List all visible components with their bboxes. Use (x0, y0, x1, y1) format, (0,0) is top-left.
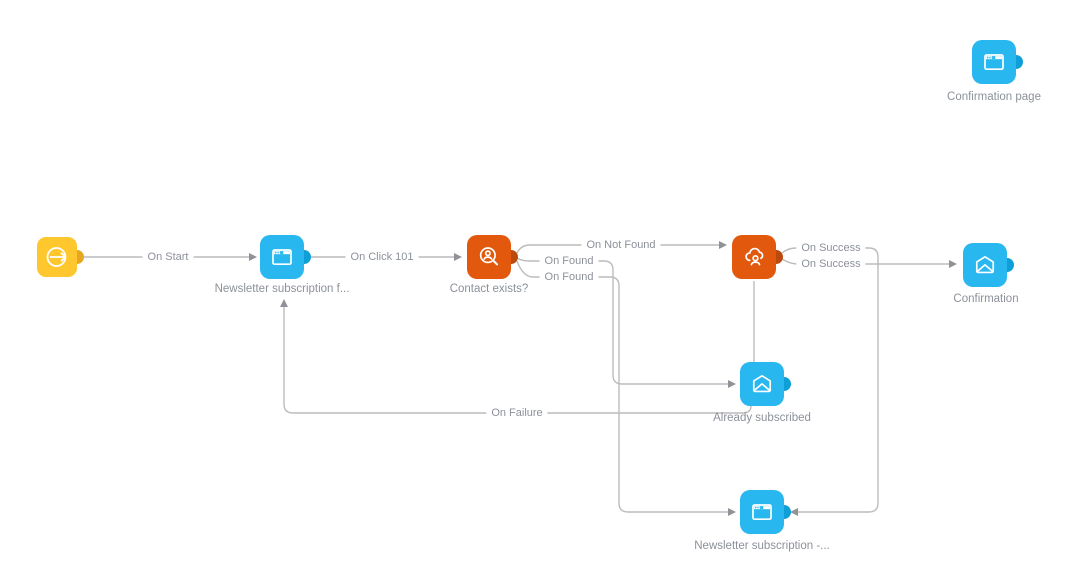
arrowhead (454, 253, 462, 261)
edge-on-success-1[interactable] (781, 247, 879, 513)
node-newsletter-page[interactable] (740, 490, 791, 534)
node-contact-exists[interactable] (467, 235, 518, 279)
output-connector[interactable] (776, 250, 783, 264)
browser-window-icon (272, 249, 292, 266)
edge-on-not-found[interactable] (516, 244, 719, 254)
output-connector[interactable] (784, 505, 791, 519)
edge-label-on-not-found: On Not Found (581, 239, 661, 251)
node-label-newsletter-form: Newsletter subscription f... (214, 283, 350, 295)
node-label-already-subscribed: Already subscribed (713, 412, 811, 424)
edge-label-on-success-1: On Success (796, 242, 866, 254)
arrowhead (728, 508, 736, 516)
edge-label-on-failure: On Failure (486, 407, 548, 419)
contact-search-icon (479, 247, 499, 266)
email-icon (752, 374, 772, 393)
node-label-confirmation-email: Confirmation (953, 293, 1019, 305)
output-connector[interactable] (1016, 55, 1023, 69)
node-label-contact-exists: Contact exists? (449, 283, 529, 295)
arrowhead (280, 299, 288, 307)
node-newsletter-form[interactable] (260, 235, 311, 279)
node-confirmation-page[interactable] (972, 40, 1023, 84)
node-confirmation-email[interactable] (963, 243, 1014, 287)
node-update-contact[interactable] (732, 235, 783, 279)
output-connector[interactable] (77, 250, 84, 264)
arrowhead (719, 241, 727, 249)
start-arrow-icon (46, 247, 67, 267)
email-icon (975, 255, 995, 274)
browser-window-icon (752, 504, 772, 521)
output-connector[interactable] (1007, 258, 1014, 272)
arrowhead (949, 260, 957, 268)
edge-label-on-found-1: On Found (539, 255, 599, 267)
arrowhead (728, 380, 736, 388)
arrowhead (790, 508, 798, 516)
output-connector[interactable] (304, 250, 311, 264)
edge-on-found-1[interactable] (516, 257, 728, 385)
edge-label-on-found-2: On Found (539, 271, 599, 283)
edge-label-on-success-2: On Success (796, 258, 866, 270)
output-connector[interactable] (784, 377, 791, 391)
output-connector[interactable] (511, 250, 518, 264)
cloud-contact-icon (745, 247, 764, 266)
node-label-confirmation-page: Confirmation page (947, 91, 1041, 103)
node-label-newsletter-page: Newsletter subscription -... (694, 540, 830, 552)
edge-on-found-2[interactable] (516, 260, 728, 513)
edge-label-on-start: On Start (142, 251, 194, 263)
node-already-subscribed[interactable] (740, 362, 791, 406)
edge-on-failure[interactable] (283, 307, 752, 414)
browser-window-icon (984, 54, 1004, 71)
arrowhead (249, 253, 257, 261)
edge-label-on-click-101: On Click 101 (345, 251, 419, 263)
node-start[interactable] (37, 237, 84, 277)
